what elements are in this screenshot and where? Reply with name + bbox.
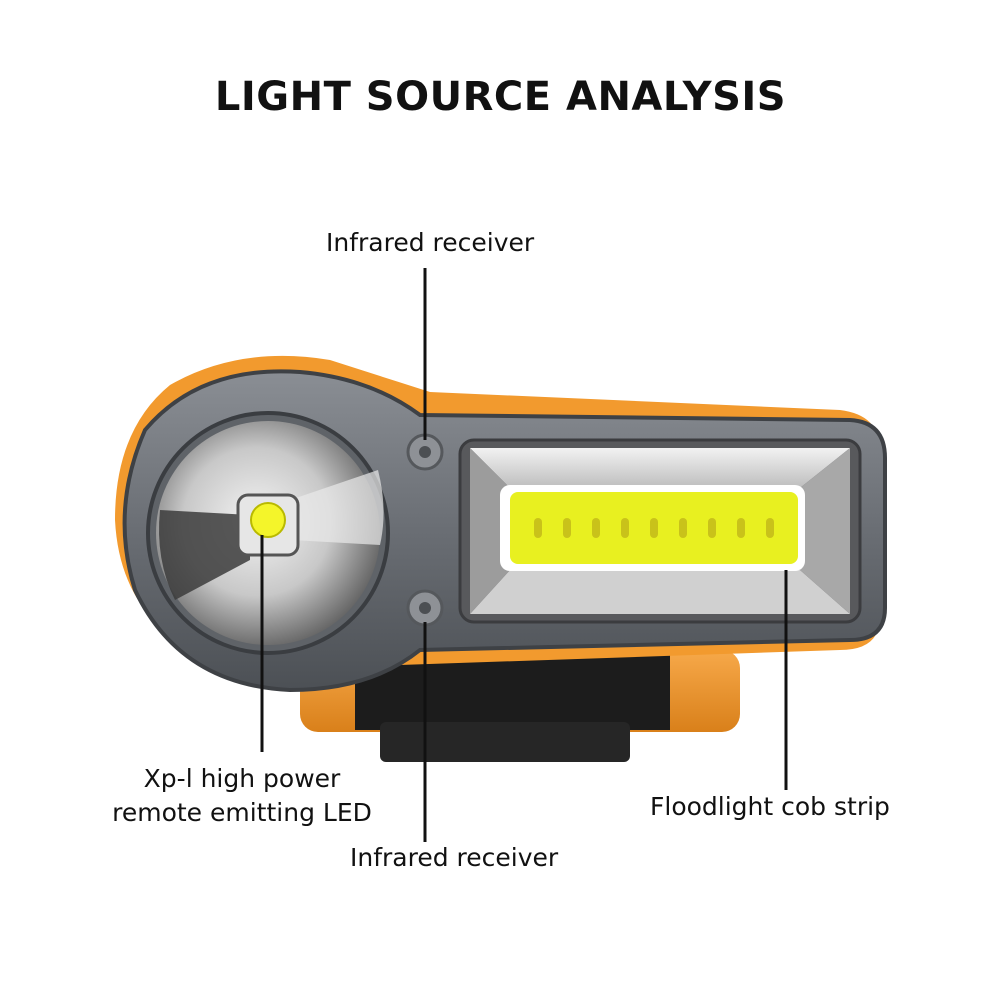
- cob-led-chip: [708, 518, 716, 538]
- label-xpl-led: Xp-l high power remote emitting LED: [100, 762, 384, 830]
- cob-strip: [500, 485, 805, 571]
- cob-led-chip: [766, 518, 774, 538]
- label-cob-strip: Floodlight cob strip: [650, 792, 890, 821]
- infrared-receiver-bottom-icon: [406, 589, 444, 627]
- cob-led-chip: [534, 518, 542, 538]
- cob-led-chip: [592, 518, 600, 538]
- cob-led-chips: [534, 518, 774, 538]
- cob-led-chip: [679, 518, 687, 538]
- label-xpl-led-line2: remote emitting LED: [112, 798, 372, 827]
- cob-led-chip: [621, 518, 629, 538]
- headband-strap: [300, 650, 740, 762]
- cob-led-chip: [563, 518, 571, 538]
- cob-led-chip: [737, 518, 745, 538]
- diagram-title: LIGHT SOURCE ANALYSIS: [214, 74, 787, 120]
- infrared-receiver-top-icon: [406, 433, 444, 471]
- cob-led-chip: [650, 518, 658, 538]
- xpl-led: [236, 493, 300, 557]
- label-infrared-receiver-bottom: Infrared receiver: [350, 843, 559, 872]
- label-infrared-receiver-top: Infrared receiver: [326, 228, 535, 257]
- label-xpl-led-line1: Xp-l high power: [143, 764, 341, 793]
